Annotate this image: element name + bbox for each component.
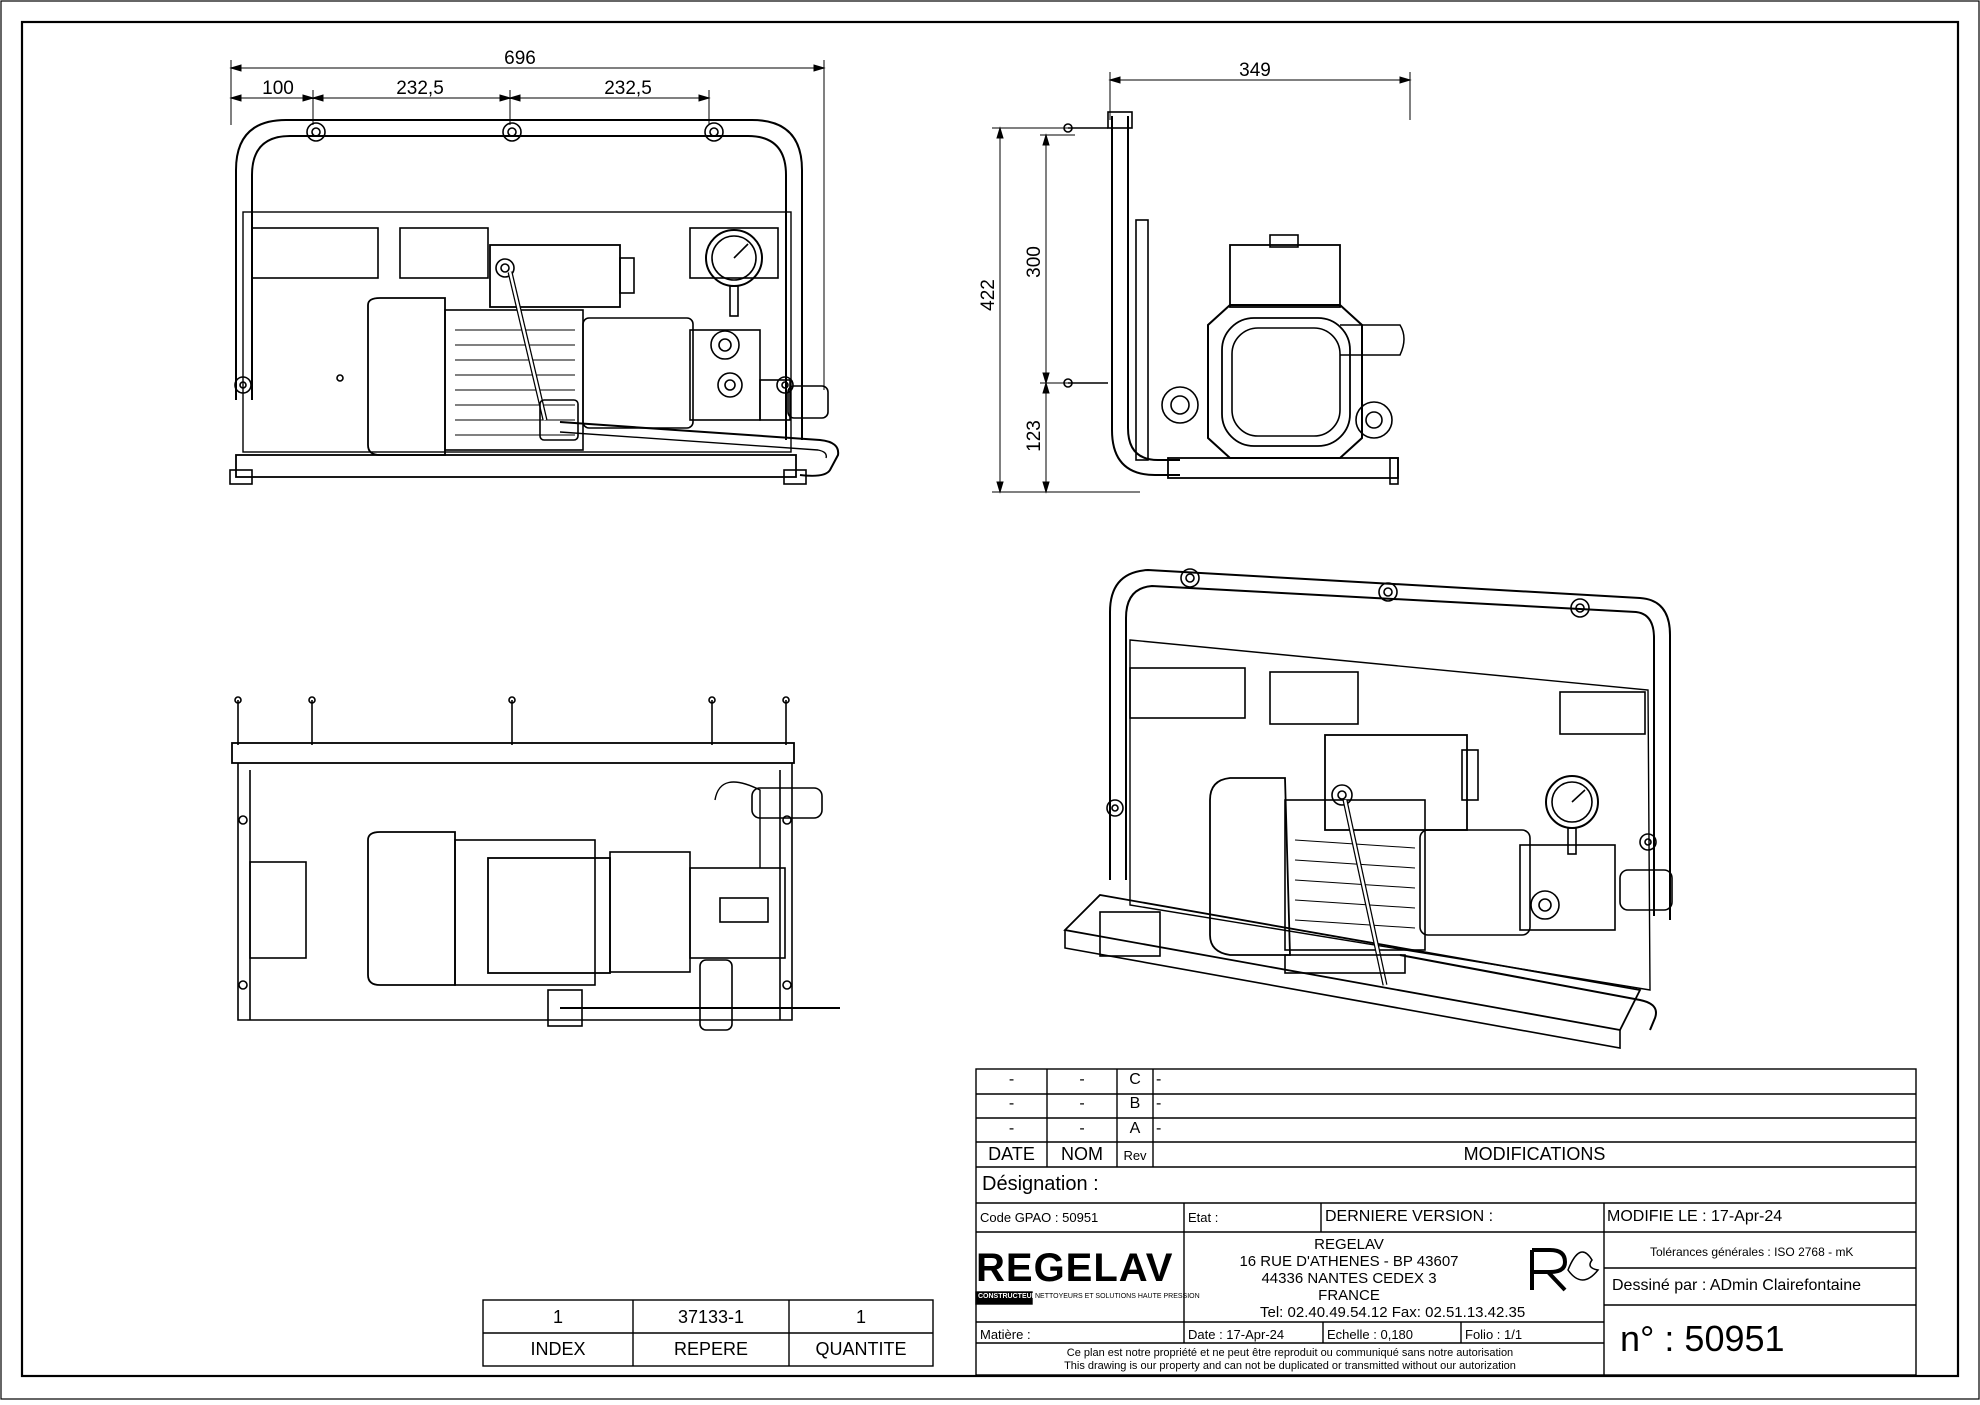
rev-a-nom: - — [1079, 1120, 1085, 1137]
parts-index-value: 1 — [552, 1307, 563, 1327]
address-line-1: REGELAV — [1314, 1236, 1384, 1253]
sheet-border-inner — [20, 20, 1960, 1378]
derniere-version: DERNIERE VERSION : — [1325, 1208, 1494, 1225]
parts-quantite-header: QUANTITE — [815, 1339, 907, 1359]
dim-side-lower: 123 — [1024, 420, 1045, 452]
rev-a-mod: - — [1156, 1120, 1162, 1137]
frame-bolts — [234, 122, 794, 394]
header-nom: NOM — [1061, 1144, 1103, 1164]
top-bolts — [234, 696, 792, 990]
rev-b-mod: - — [1156, 1095, 1162, 1112]
parts-quantite-value: 1 — [855, 1307, 866, 1327]
rev-c-date: - — [1008, 1071, 1015, 1088]
date: Date : 17-Apr-24 — [1188, 1327, 1285, 1342]
modifie-le: MODIFIE LE : 17-Apr-24 — [1607, 1208, 1783, 1225]
etat: Etat : — [1188, 1210, 1219, 1225]
rev-c-rev: C — [1129, 1071, 1141, 1088]
matiere: Matière : — [980, 1327, 1031, 1342]
tolerances: Tolérances générales : ISO 2768 - mK — [1650, 1245, 1854, 1259]
echelle: Echelle : 0,180 — [1327, 1327, 1414, 1342]
front-dimensions — [229, 60, 826, 390]
rev-c-nom: - — [1079, 1071, 1085, 1088]
rev-a-date: - — [1008, 1120, 1015, 1137]
rev-b-date: - — [1008, 1095, 1015, 1112]
front-view: 696 100 232,5 232,5 — [229, 48, 840, 485]
rev-b-rev: B — [1129, 1095, 1141, 1112]
dim-side-height: 422 — [978, 279, 999, 311]
dim-mid-2: 232,5 — [604, 78, 652, 99]
parts-repere-header: REPERE — [673, 1339, 749, 1359]
dim-left-offset: 100 — [262, 78, 294, 99]
address-line-3: 44336 NANTES CEDEX 3 — [1261, 1270, 1437, 1287]
parts-repere-value: 37133-1 — [677, 1307, 745, 1327]
tel-fax: Tel: 02.40.49.54.12 Fax: 02.51.13.42.35 — [1260, 1304, 1526, 1321]
dim-side-upper: 300 — [1024, 246, 1045, 278]
code-gpao: Code GPAO : 50951 — [980, 1210, 1099, 1225]
parts-index-header: INDEX — [530, 1339, 586, 1359]
company-logo: REGELAV — [976, 1246, 1174, 1290]
dim-side-width: 349 — [1239, 60, 1271, 81]
header-rev: Rev — [1123, 1148, 1147, 1163]
folio: Folio : 1/1 — [1465, 1327, 1523, 1342]
dim-mid-1: 232,5 — [396, 78, 444, 99]
isometric-view — [1063, 568, 1673, 1049]
top-view — [231, 696, 840, 1031]
drawing-number: n° : 50951 — [1620, 1318, 1785, 1359]
header-date: DATE — [988, 1144, 1035, 1164]
side-view: 349 422 300 123 — [978, 60, 1412, 494]
header-modifications: MODIFICATIONS — [1463, 1144, 1606, 1164]
rev-c-mod: - — [1156, 1071, 1162, 1088]
address-line-4: FRANCE — [1318, 1287, 1380, 1304]
designation-label: Désignation : — [982, 1173, 1099, 1195]
rev-a-rev: A — [1129, 1120, 1141, 1137]
dim-overall-width: 696 — [504, 48, 536, 69]
company-tagline: NETTOYEURS ET SOLUTIONS HAUTE PRESSION — [1035, 1293, 1200, 1300]
dessine-par: Dessiné par : ADmin Clairefontaine — [1612, 1277, 1862, 1294]
rev-b-nom: - — [1079, 1095, 1085, 1112]
parts-list-table — [482, 1299, 934, 1367]
disclaimer-fr: Ce plan est notre propriété et ne peut ê… — [1066, 1347, 1514, 1359]
address-line-2: 16 RUE D'ATHENES - BP 43607 — [1239, 1253, 1459, 1270]
company-logo-box: CONSTRUCTEUR — [978, 1293, 1037, 1300]
title-block-lines — [975, 1068, 1917, 1376]
iso-bolts — [1106, 568, 1657, 851]
disclaimer-en: This drawing is our property and can not… — [1064, 1360, 1516, 1372]
